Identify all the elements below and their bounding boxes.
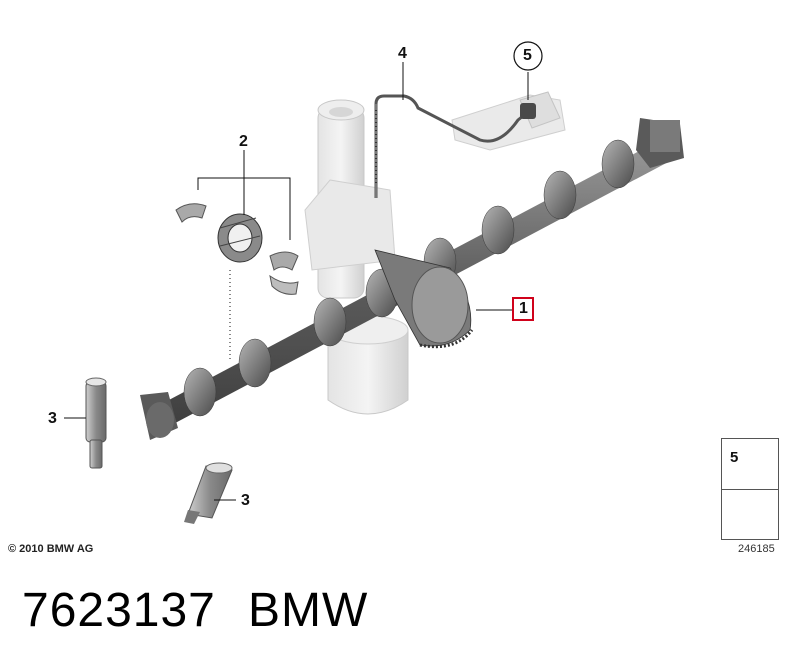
pin-upper xyxy=(85,377,107,469)
copyright-text: © 2010 BMW AG xyxy=(8,543,94,555)
brand-name: BMW xyxy=(248,584,369,637)
pin-lower xyxy=(184,462,233,524)
callout-circle xyxy=(513,41,543,71)
legend-number: 5 xyxy=(730,449,739,466)
legend-box: 5 xyxy=(721,438,779,540)
callout-bracket-bolt: 5 xyxy=(523,47,532,64)
camshaft xyxy=(140,118,684,440)
callout-camshaft: 1 xyxy=(519,300,528,317)
callout-pin-lower: 3 xyxy=(241,492,250,509)
leader-lines xyxy=(64,62,529,501)
callout-oil-line: 4 xyxy=(398,45,407,62)
bracket xyxy=(451,91,566,151)
bearing-set xyxy=(175,203,299,295)
legend-divider xyxy=(722,489,778,490)
diagram-id: 246185 xyxy=(738,543,775,555)
callout-pin-upper: 3 xyxy=(48,410,57,427)
callout-bearing-set: 2 xyxy=(239,133,248,150)
part-number: 7623137 xyxy=(22,584,216,637)
oil-line xyxy=(374,94,529,198)
callout-highlight-box xyxy=(512,297,534,321)
oil-line-fitting xyxy=(520,103,536,119)
